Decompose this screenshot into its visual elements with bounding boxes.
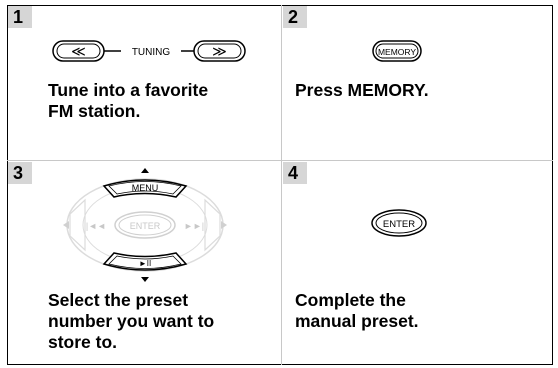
row-divider	[7, 160, 553, 161]
play-pause-glyph: ►II	[139, 259, 151, 268]
step-4-caption-line: manual preset.	[295, 311, 419, 331]
enter-button-ghost[interactable]: ENTER	[114, 211, 176, 239]
tune-up-glyph: ≫	[212, 43, 227, 59]
enter-button[interactable]: ENTER	[371, 209, 427, 237]
step-1-caption-line: FM station.	[48, 101, 141, 121]
remote-dpad: |◄◄ ►►|	[63, 178, 227, 272]
step-4-caption-line: Complete the	[295, 290, 406, 310]
step-1-number: 1	[8, 6, 32, 28]
enter-label: ENTER	[383, 219, 415, 230]
enter-ghost-label: ENTER	[130, 221, 161, 231]
step-3-caption-line: number you want to	[48, 311, 215, 331]
down-arrow-icon	[141, 277, 149, 282]
column-divider	[281, 5, 282, 365]
step-2-number: 2	[283, 6, 307, 28]
step-1-caption: Tune into a favorite FM station.	[48, 80, 208, 122]
step-3-caption: Select the preset number you want to sto…	[48, 290, 214, 353]
step-2-caption-line: Press MEMORY.	[295, 80, 429, 100]
tune-down-button[interactable]: ≪	[52, 40, 105, 62]
menu-label: MENU	[132, 183, 159, 193]
svg-text:|◄◄: |◄◄	[86, 221, 106, 231]
step-3-number: 3	[8, 162, 32, 184]
tune-up-button[interactable]: ≫	[193, 40, 246, 62]
step-4-number: 4	[283, 162, 307, 184]
up-arrow-icon	[141, 168, 149, 173]
step-4-caption: Complete the manual preset.	[295, 290, 419, 332]
svg-text:►►|: ►►|	[184, 221, 204, 231]
play-pause-button[interactable]: ►II	[102, 252, 188, 271]
step-3-caption-line: store to.	[48, 332, 118, 352]
tuning-label: TUNING	[132, 47, 171, 58]
menu-button[interactable]: MENU	[102, 179, 188, 198]
memory-button[interactable]: MEMORY	[372, 40, 422, 62]
step-2-caption: Press MEMORY.	[295, 80, 429, 101]
step-3-caption-line: Select the preset	[48, 290, 189, 310]
memory-label: MEMORY	[378, 47, 416, 57]
tune-down-glyph: ≪	[71, 43, 86, 59]
step-1-caption-line: Tune into a favorite	[48, 80, 209, 100]
instruction-panel	[7, 5, 553, 365]
